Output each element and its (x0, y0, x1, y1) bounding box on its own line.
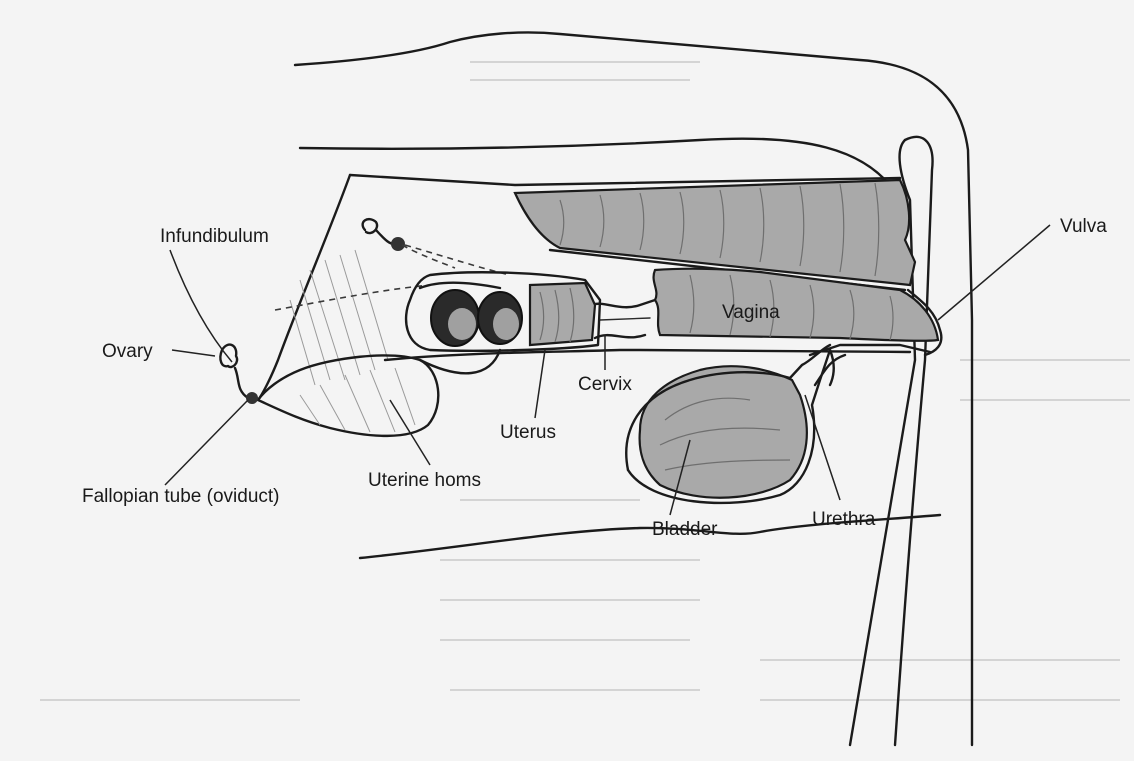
infundibulum (363, 219, 455, 268)
leader-vulva (938, 225, 1050, 320)
label-cervix: Cervix (578, 374, 632, 395)
body-outline (295, 32, 972, 745)
leader-infundibulum (170, 250, 232, 362)
leader-ovary (172, 350, 215, 356)
label-vagina: Vagina (722, 302, 780, 323)
bladder (626, 345, 830, 503)
label-fallopian-tube: Fallopian tube (oviduct) (82, 486, 280, 507)
uterus (406, 272, 600, 350)
label-bladder: Bladder (652, 519, 718, 540)
leader-fallopian-tube (165, 400, 248, 485)
labels: Infundibulum Ovary Fallopian tube (ovidu… (82, 216, 1107, 540)
leader-urethra (805, 395, 840, 500)
label-uterine-horns: Uterine homs (368, 470, 481, 491)
label-vulva: Vulva (1060, 216, 1107, 237)
label-ovary: Ovary (102, 341, 153, 362)
label-uterus: Uterus (500, 422, 556, 443)
label-urethra: Urethra (812, 509, 876, 530)
uterine-horns (258, 350, 500, 436)
leader-uterus (535, 350, 545, 418)
label-infundibulum: Infundibulum (160, 226, 269, 247)
